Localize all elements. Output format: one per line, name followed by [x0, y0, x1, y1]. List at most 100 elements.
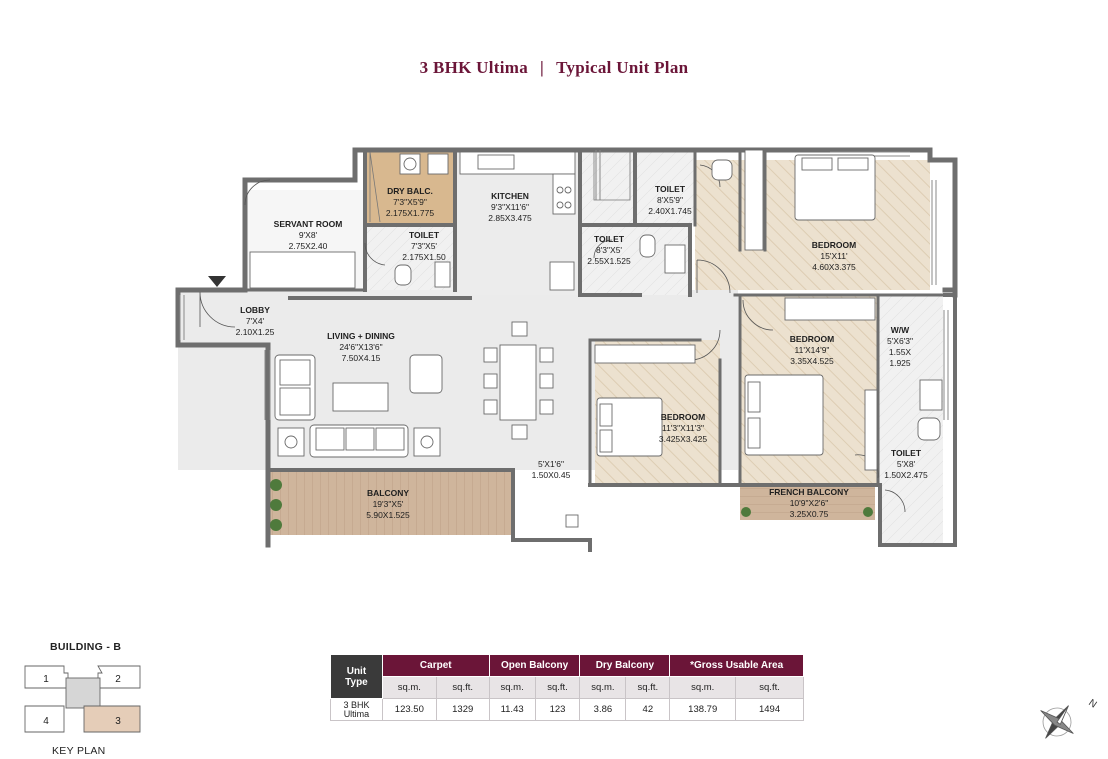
svg-text:TOILET: TOILET [409, 230, 440, 240]
furniture [249, 149, 943, 528]
open-balcony-sqm: 11.43 [488, 698, 536, 721]
compass-icon: N [1040, 697, 1099, 739]
svg-text:11'3"X11'3": 11'3"X11'3" [662, 423, 704, 433]
svg-text:SERVANT ROOM: SERVANT ROOM [274, 219, 343, 229]
wing-3-label: 3 [115, 716, 121, 727]
svg-text:5'X6'3": 5'X6'3" [887, 336, 913, 346]
plan-title: 3 BHK Ultima | Typical Unit Plan [0, 58, 1108, 78]
unit-sqm: sq.m. [381, 676, 437, 699]
svg-text:W/W: W/W [891, 325, 910, 335]
floor-plan: DRY BALC. 7'3"X5'9" 2.175X1.775 KITCHEN … [175, 147, 958, 552]
svg-text:9'X8': 9'X8' [299, 230, 318, 240]
svg-text:10'9"X2'6": 10'9"X2'6" [790, 498, 829, 508]
svg-text:8'X5'9": 8'X5'9" [657, 195, 683, 205]
carpet-sqm: 123.50 [381, 698, 437, 721]
svg-text:2.175X1.50: 2.175X1.50 [402, 252, 446, 262]
svg-text:3.35X4.525: 3.35X4.525 [790, 356, 834, 366]
dry-balcony-sqm: 3.86 [579, 698, 627, 721]
svg-text:LIVING + DINING: LIVING + DINING [327, 331, 395, 341]
label-kitchen: KITCHEN 9'3"X11'6" 2.85X3.475 [488, 191, 532, 223]
plan-subtitle: Typical Unit Plan [556, 58, 689, 77]
svg-text:2.40X1.745: 2.40X1.745 [648, 206, 692, 216]
svg-text:LOBBY: LOBBY [240, 305, 270, 315]
svg-text:FRENCH BALCONY: FRENCH BALCONY [769, 487, 849, 497]
label-toilet-mid: TOILET 8'3"X5' 2.55X1.525 [587, 234, 631, 266]
label-balcony: BALCONY 19'3"X5' 5.90X1.525 [366, 488, 410, 520]
open-balcony-header: Open Balcony [488, 654, 581, 677]
svg-text:7.50X4.15: 7.50X4.15 [342, 353, 381, 363]
table-row: 3 BHK Ultima 123.50 1329 11.43 123 3.86 … [330, 698, 804, 721]
unit-sqft: sq.ft. [625, 676, 671, 699]
room-labels: DRY BALC. 7'3"X5'9" 2.175X1.775 KITCHEN … [236, 184, 928, 520]
key-plan-diagram: 1 2 4 3 [24, 665, 141, 733]
svg-text:5.90X1.525: 5.90X1.525 [366, 510, 410, 520]
key-plan-building: BUILDING - B [50, 641, 122, 653]
svg-text:1.55X: 1.55X [889, 347, 912, 357]
compass-north-label: N [1086, 697, 1098, 710]
svg-text:19'3"X5': 19'3"X5' [373, 499, 404, 509]
unit-sqft: sq.ft. [534, 676, 581, 699]
label-servant-room: SERVANT ROOM 9'X8' 2.75X2.40 [274, 219, 343, 251]
svg-text:DRY BALC.: DRY BALC. [387, 186, 433, 196]
key-plan: BUILDING - B 1 2 4 3 KEY PLAN [22, 640, 152, 759]
svg-text:TOILET: TOILET [594, 234, 625, 244]
unit-sqft: sq.ft. [735, 676, 804, 699]
svg-text:3.425X3.425: 3.425X3.425 [659, 434, 707, 444]
svg-text:2.85X3.475: 2.85X3.475 [488, 213, 532, 223]
gross-sqm: 138.79 [669, 698, 737, 721]
label-duct: 5'X1'6" 1.50X0.45 [532, 459, 571, 480]
dry-balcony-sqft: 42 [625, 698, 671, 721]
wing-4-label: 4 [43, 716, 49, 727]
svg-text:2.175X1.775: 2.175X1.775 [386, 208, 434, 218]
svg-text:4.60X3.375: 4.60X3.375 [812, 262, 856, 272]
windows [179, 150, 949, 420]
unit-sqm: sq.m. [579, 676, 627, 699]
entry-arrow-icon [208, 276, 226, 287]
plants [270, 479, 873, 531]
label-toilet-right: TOILET 5'X8' 1.50X2.475 [884, 448, 928, 480]
label-french-balcony: FRENCH BALCONY 10'9"X2'6" 3.25X0.75 [769, 487, 849, 519]
svg-text:2.55X1.525: 2.55X1.525 [587, 256, 631, 266]
svg-text:BEDROOM: BEDROOM [812, 240, 856, 250]
unit-sqft: sq.ft. [435, 676, 490, 699]
carpet-header: Carpet [381, 654, 490, 677]
svg-text:3.25X0.75: 3.25X0.75 [790, 509, 829, 519]
carpet-sqft: 1329 [435, 698, 490, 721]
svg-text:KITCHEN: KITCHEN [491, 191, 529, 201]
svg-text:1.50X0.45: 1.50X0.45 [532, 470, 571, 480]
label-servant-toilet: TOILET 7'3"X5' 2.175X1.50 [402, 230, 446, 262]
label-living-dining: LIVING + DINING 24'6"X13'6" 7.50X4.15 [327, 331, 395, 363]
label-bedroom-3: BEDROOM 11'3"X11'3" 3.425X3.425 [659, 412, 707, 444]
label-lobby: LOBBY 7'X4' 2.10X1.25 [236, 305, 275, 337]
label-bedroom-2: BEDROOM 11'X14'9" 3.35X4.525 [790, 334, 834, 366]
svg-text:24'6"X13'6": 24'6"X13'6" [339, 342, 382, 352]
label-wardrobe: W/W 5'X6'3" 1.55X 1.925 [887, 325, 913, 368]
dry-balcony-header: Dry Balcony [579, 654, 671, 677]
open-balcony-sqft: 123 [534, 698, 581, 721]
unit-type-cell: 3 BHK Ultima [330, 698, 383, 721]
wing-2-label: 2 [115, 674, 121, 685]
svg-text:8'3"X5': 8'3"X5' [596, 245, 622, 255]
wing-1-label: 1 [43, 674, 49, 685]
key-plan-caption: KEY PLAN [52, 745, 106, 757]
svg-text:15'X11': 15'X11' [820, 251, 848, 261]
svg-text:1.50X2.475: 1.50X2.475 [884, 470, 928, 480]
svg-text:2.10X1.25: 2.10X1.25 [236, 327, 275, 337]
gross-area-header: *Gross Usable Area [669, 654, 804, 677]
svg-text:5'X8': 5'X8' [897, 459, 916, 469]
svg-text:BALCONY: BALCONY [367, 488, 409, 498]
svg-text:TOILET: TOILET [655, 184, 686, 194]
svg-text:9'3"X11'6": 9'3"X11'6" [491, 202, 529, 212]
shafts [369, 151, 631, 223]
units-row: sq.m. sq.ft. sq.m. sq.ft. sq.m. sq.ft. s… [331, 676, 804, 699]
title-separator: | [540, 58, 545, 77]
svg-text:7'3"X5': 7'3"X5' [411, 241, 437, 251]
svg-text:BEDROOM: BEDROOM [661, 412, 705, 422]
svg-text:BEDROOM: BEDROOM [790, 334, 834, 344]
svg-text:1.925: 1.925 [889, 358, 911, 368]
project-name: 3 BHK Ultima [419, 58, 529, 77]
unit-sqm: sq.m. [669, 676, 737, 699]
gross-sqft: 1494 [735, 698, 804, 721]
svg-text:2.75X2.40: 2.75X2.40 [289, 241, 328, 251]
label-master-bedroom: BEDROOM 15'X11' 4.60X3.375 [812, 240, 856, 272]
